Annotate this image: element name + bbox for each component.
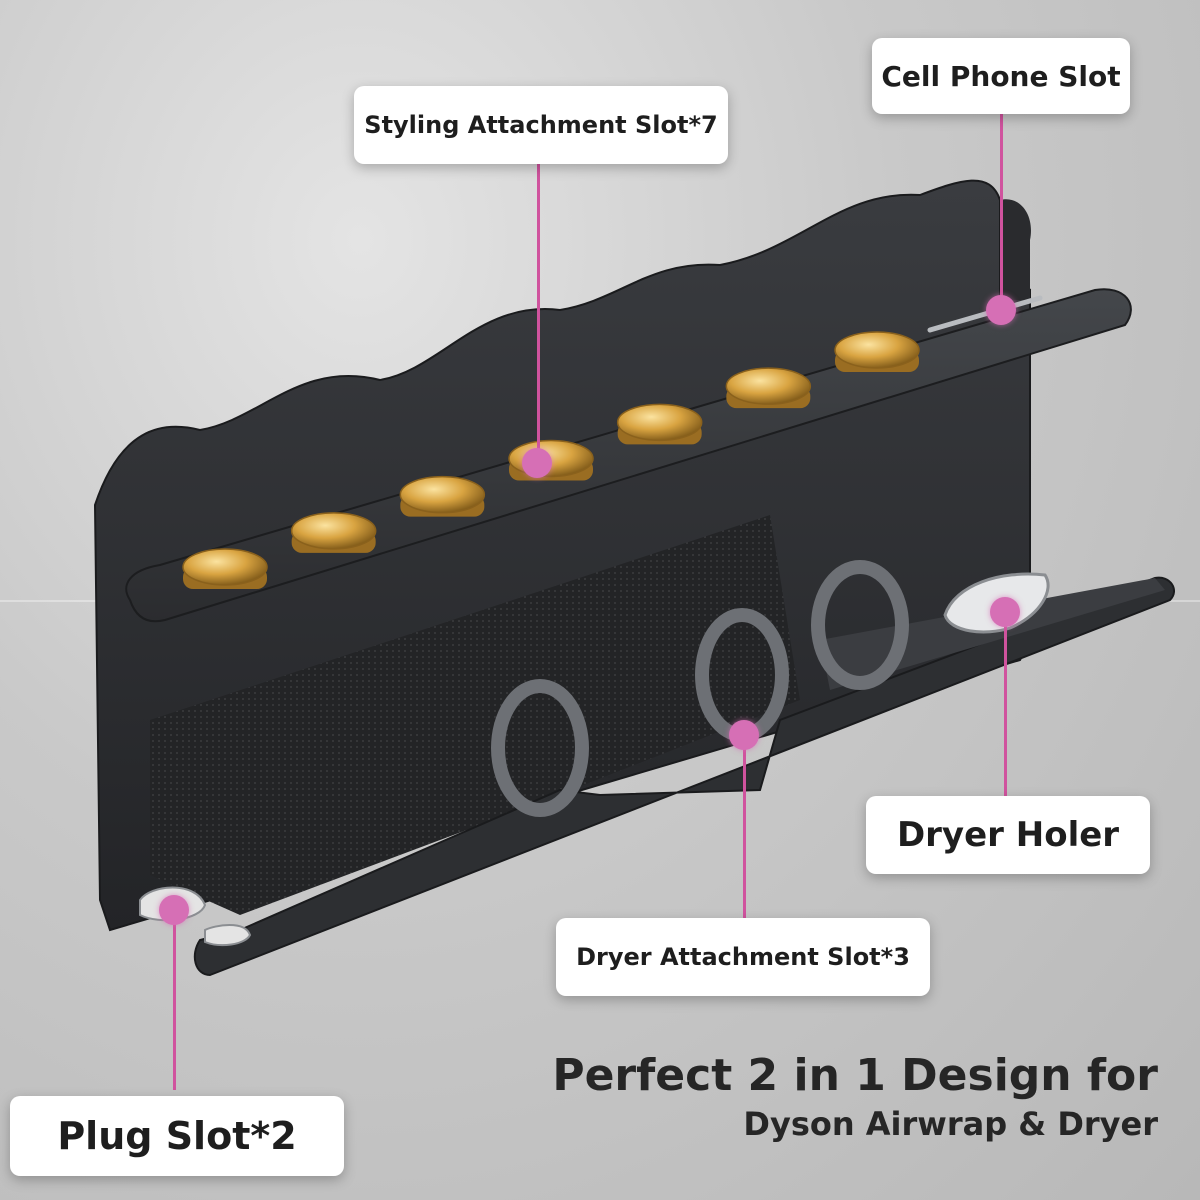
dryer-holder-leader-line <box>1004 612 1007 798</box>
headline-line-1: Perfect 2 in 1 Design for <box>552 1050 1158 1101</box>
cell-phone-slot-label: Cell Phone Slot <box>872 38 1130 114</box>
dryer-attachment-slot-label-text: Dryer Attachment Slot*3 <box>576 943 910 971</box>
styling-peg <box>834 331 920 372</box>
dryer-attachment-rings <box>491 560 909 817</box>
styling-pegs <box>182 331 920 589</box>
styling-peg <box>725 367 812 409</box>
dryer-holder-label: Dryer Holer <box>866 796 1150 874</box>
styling-peg <box>290 512 377 553</box>
styling-peg <box>399 475 486 517</box>
cell-phone-slot-label-text: Cell Phone Slot <box>881 59 1121 93</box>
dryer-holder-label-text: Dryer Holer <box>896 815 1120 855</box>
dryer-attachment-leader-line <box>743 735 746 919</box>
marketing-headline: Perfect 2 in 1 Design for Dyson Airwrap … <box>552 1050 1158 1146</box>
plug-slot-marker <box>159 895 189 925</box>
dryer-attachment-marker <box>729 720 759 750</box>
plug-slot-opening <box>204 924 252 947</box>
styling-peg <box>182 548 268 589</box>
styling-slot-marker <box>522 448 552 478</box>
dryer-attachment-ring <box>811 560 909 690</box>
dryer-shelf-top <box>820 578 1165 690</box>
styling-shelf <box>125 288 1132 623</box>
styling-slot-label: Styling Attachment Slot*7 <box>354 86 728 164</box>
plug-slot-leader-line <box>173 910 176 1090</box>
cell-phone-slot-marker <box>986 295 1016 325</box>
dryer-holder-marker <box>990 597 1020 627</box>
styling-peg <box>616 403 703 445</box>
headline-line-2: Dyson Airwrap & Dryer <box>743 1105 1158 1143</box>
cell-phone-slot-leader-line <box>1000 113 1003 310</box>
dryer-attachment-ring <box>491 679 589 817</box>
rack-mesh-front <box>150 515 800 915</box>
plug-slot-label: Plug Slot*2 <box>10 1096 344 1176</box>
cell-phone-slot-opening <box>927 295 1043 333</box>
rack-back-panel-right-fold <box>1000 199 1031 300</box>
styling-slot-leader-line <box>537 163 540 463</box>
plug-slot-label-text: Plug Slot*2 <box>57 1114 297 1158</box>
styling-slot-label-text: Styling Attachment Slot*7 <box>364 111 718 139</box>
dryer-shelf-front <box>193 576 1175 977</box>
dryer-attachment-slot-label: Dryer Attachment Slot*3 <box>556 918 930 996</box>
